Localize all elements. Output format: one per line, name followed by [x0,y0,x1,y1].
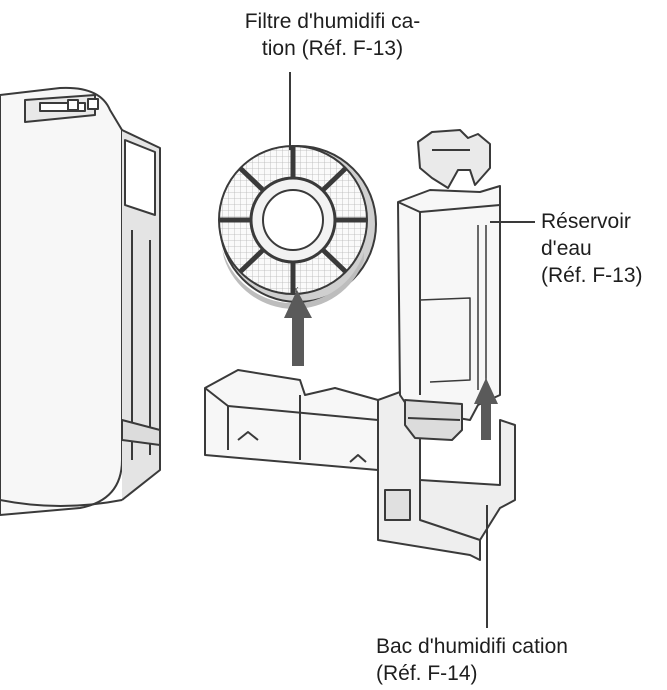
filter-label-line1: Filtre d'humidifi ca- [244,10,421,33]
tank-label-line2: d'eau [541,237,592,260]
tank-label-line1: Réservoir [541,210,631,233]
tray-label-line2: (Réf. F-14) [376,662,478,685]
lift-filter-arrow-icon [284,290,312,366]
filter-label-line2: tion (Réf. F-13) [261,37,404,60]
humidifier-body [0,86,161,516]
tray-label-line1: Bac d'humidifi cation [376,635,568,658]
filter-label: Filtre d'humidifi ca- tion (Réf. F-13) [200,8,465,62]
humidification-filter: Y [218,145,377,310]
leader-lines [289,72,535,628]
water-tank-label: Réservoir d'eau (Réf. F-13) [541,208,643,289]
water-tank [397,129,501,441]
tray-label: Bac d'humidifi cation (Réf. F-14) [376,633,568,687]
lift-tank-arrow-icon [474,378,498,440]
tank-label-line3: (Réf. F-13) [541,264,643,287]
svg-text:Y: Y [293,286,299,294]
